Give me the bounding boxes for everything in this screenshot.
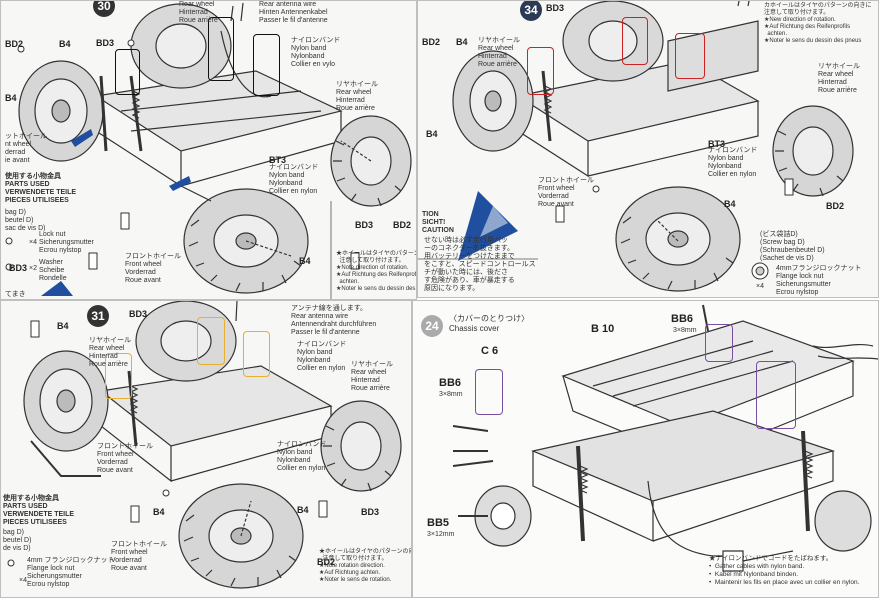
front-wheel-label: ットホイール nt wheel derrad ie avant xyxy=(5,133,47,164)
rear-wheel-label: リヤホイール Rear wheel Hinterrad Roue arrière xyxy=(478,37,520,68)
wheel-direction-note: カホイールはタイヤのパターンの向きに 注意して取り付けます。 ★New dire… xyxy=(764,3,872,44)
nylon-band-label: ナイロンバンド Nylon band Nylonband Collier en … xyxy=(297,341,347,372)
highlight-antenna-mount xyxy=(705,324,733,362)
nylon-band-label: ナイロンバンド Nylon band Nylonband Collier en … xyxy=(269,164,319,195)
part-label-bd2: BD2 xyxy=(5,39,24,49)
rear-wheel-label: リヤホイール Rear wheel Hinterrad Roue arrière xyxy=(336,81,378,112)
step-number: 31 xyxy=(87,305,109,327)
step-31-drawing xyxy=(7,301,402,589)
part-label-bb5: BB5 xyxy=(427,517,450,529)
part-label-bd2: BD2 xyxy=(393,220,412,230)
part-label-c6: C 6 xyxy=(481,345,499,357)
antenna-note: Rear antenna wire Hinten Antennenkabel P… xyxy=(259,1,328,24)
part-label-bd2: BD2 xyxy=(317,557,336,567)
part-label-b4: B4 xyxy=(724,199,736,209)
quantity-label: ×4 xyxy=(29,239,37,246)
parts-used-heading: 使用する小物金具 PARTS USED VERWENDETE TEILE PIE… xyxy=(5,173,77,204)
screw-bag-label: bag D) beutel D) sac de vis D) xyxy=(5,209,46,232)
antenna-note: アンテナ線を通します。 Rear antenna wire Antennendr… xyxy=(291,305,377,336)
highlight-receiver-mount xyxy=(253,34,280,96)
part-label-bd3: BD3 xyxy=(9,263,28,273)
step-30-panel: 30 BD2 B4 BD3 B4 BT3 BD3 BD2 BD3 B4 Rear… xyxy=(0,0,417,300)
washer-label: Washer Scheibe Rondelle xyxy=(39,259,67,282)
step-30-drawing xyxy=(5,2,412,299)
highlight-rear-shock-mount xyxy=(527,47,554,95)
step-24-panel: 24 〈カバーのとりつけ〉 Chassis cover B 10 C 6 BB6… xyxy=(412,300,879,598)
highlight-antenna-mount xyxy=(208,17,234,81)
wheel-direction-note: ★ホイールはタイヤのパターンの向きに 注意して取り付けます。 ★Note dir… xyxy=(336,251,417,292)
highlight-receiver-mount xyxy=(675,33,705,79)
part-label-bb6: BB6 xyxy=(671,313,694,325)
highlight-antenna-mount xyxy=(197,317,225,365)
quantity-label: ×2 xyxy=(29,265,37,272)
caution-text: せない時は必ず走行用バッ ーのコネクターを抜きます。 用バッテリーをつけたままで… xyxy=(424,237,536,292)
part-label-b10: B 10 xyxy=(591,323,615,335)
step-34-drawing xyxy=(418,1,854,292)
wheel-direction-note: ★ホイールはタイヤのパターンの向きに 注意して取り付けます。 ★Note rot… xyxy=(319,549,411,583)
nylon-band-note: ★ナイロンバンドでコードをたばねます。 • Gather cables with… xyxy=(709,555,860,586)
page-fragment: てまき xyxy=(5,291,26,298)
nylon-band-label: ナイロンバンド Nylon band Nylonband Collier en … xyxy=(277,441,327,472)
screw-bag-label: (ビス袋詰D) (Screw bag D) (Schraubenbeutel D… xyxy=(760,231,825,262)
part-label-bd3: BD3 xyxy=(361,507,380,517)
screw-size-label: 3×12mm xyxy=(427,531,455,538)
screw-size-label: 3×8mm xyxy=(439,391,463,398)
lock-nut-label: Lock nut Sicherungsmutter Ecrou nylstop xyxy=(39,231,94,254)
rear-wheel-label: リヤホイール Rear wheel Hinterrad Roue arrière xyxy=(818,63,860,94)
part-label-b4: B4 xyxy=(57,321,69,331)
step-number: 30 xyxy=(93,1,115,17)
highlight-receiver-mount xyxy=(756,361,796,429)
part-label-b4: B4 xyxy=(299,256,311,266)
step-number: 24 xyxy=(421,315,443,337)
rear-wheel-label: Rear wheel Hinterrad Roue arrière xyxy=(179,1,218,24)
highlight-rear-shock-mount xyxy=(105,353,132,399)
part-label-bd3: BD3 xyxy=(96,38,115,48)
rear-wheel-label: リヤホイール Rear wheel Hinterrad Roue arrière xyxy=(351,361,393,392)
nylon-band-label: ナイロンバンド Nylon band Nylonband Collier en … xyxy=(291,37,341,68)
step-title: Chassis cover xyxy=(449,324,500,333)
part-label-bd2: BD2 xyxy=(826,201,845,211)
screw-size-label: 3×8mm xyxy=(673,327,697,334)
part-label-b4: B4 xyxy=(456,37,468,47)
part-label-bd3: BD3 xyxy=(546,3,565,13)
part-label-b4: B4 xyxy=(426,129,438,139)
part-label-bb6: BB6 xyxy=(439,377,462,389)
part-label-b4: B4 xyxy=(153,507,165,517)
highlight-c6-mount xyxy=(475,369,503,415)
lock-nut-label: 4mmフランジロックナット Flange lock nut Sicherungs… xyxy=(776,265,862,296)
front-wheel-label: フロントホイール Front wheel Vorderrad Roue avan… xyxy=(97,443,153,474)
step-number: 34 xyxy=(520,1,542,21)
step-24-drawing xyxy=(452,304,878,572)
part-label-bt3: BT3 xyxy=(269,155,287,165)
rear-wheel-label: リヤホイール Rear wheel Hinterrad Roue arrière xyxy=(89,337,131,368)
nylon-band-label: ナイロンバンド Nylon band Nylonband Collier en … xyxy=(708,147,758,178)
part-label-bd3: BD3 xyxy=(129,309,148,319)
step-31-panel: 31 B4 BD3 B4 B4 BD2 BD3 アンテナ線を通します。 Rear… xyxy=(0,300,412,598)
front-wheel-label: フロントホイール Front wheel Vorderrad Roue avan… xyxy=(125,253,181,284)
caution-heading: TION SICHT! CAUTION xyxy=(422,211,454,234)
part-label-b4: B4 xyxy=(5,93,17,103)
highlight-receiver-mount xyxy=(243,331,270,377)
front-wheel-label: フロントホイール Front wheel Vorderrad Roue avan… xyxy=(111,541,167,572)
front-wheel-label: フロントホイール Front wheel Vorderrad Roue avan… xyxy=(538,177,594,208)
screw-bag-label: bag D) beutel D) de vis D) xyxy=(3,529,32,552)
part-label-bd3: BD3 xyxy=(355,220,374,230)
highlight-antenna-mount xyxy=(622,17,648,65)
step-34-panel: 34 BD2 B4 B4 BT3 B4 BD2 BD3 カホイールはタイヤのパタ… xyxy=(417,0,879,298)
lock-nut-label: 4mm フランジロックナット Flange lock nut Sicherung… xyxy=(27,557,115,588)
part-label-bd2: BD2 xyxy=(422,37,441,47)
part-label-b4: B4 xyxy=(59,39,71,49)
highlight-rear-shock-mount xyxy=(115,49,140,95)
parts-used-heading: 使用する小物金具 PARTS USED VERWENDETE TEILE PIE… xyxy=(3,495,75,526)
quantity-label: ×4 xyxy=(19,577,27,584)
part-label-bt3: BT3 xyxy=(708,139,726,149)
quantity-label: ×4 xyxy=(756,283,764,290)
step-title-jp: 〈カバーのとりつけ〉 xyxy=(449,314,530,323)
part-label-b4: B4 xyxy=(297,505,309,515)
